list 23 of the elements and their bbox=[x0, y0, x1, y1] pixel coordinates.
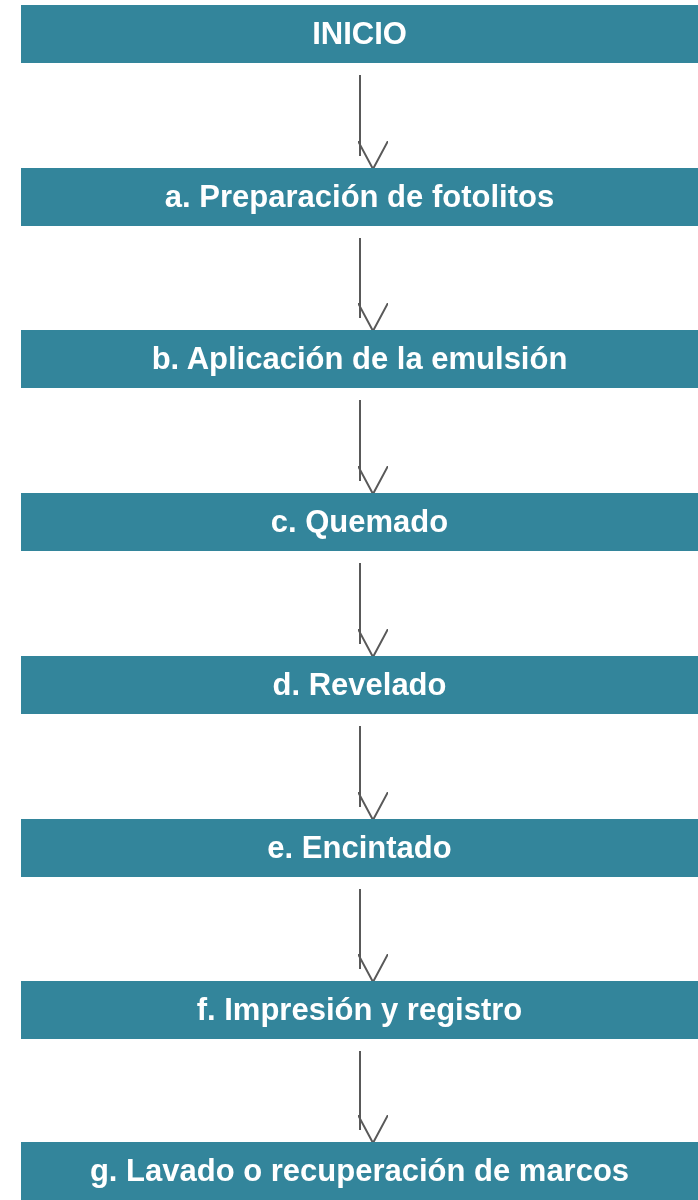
process-box bbox=[21, 493, 698, 551]
step-label: f. Impresión y registro bbox=[196, 992, 523, 1028]
arrow bbox=[357, 1050, 389, 1144]
process-box bbox=[21, 330, 698, 388]
step-label: INICIO bbox=[312, 16, 407, 52]
step-label: a. Preparación de fotolitos bbox=[164, 179, 555, 215]
arrow bbox=[357, 399, 389, 495]
arrow bbox=[357, 237, 389, 332]
step-label: e. Encintado bbox=[267, 830, 452, 866]
process-box bbox=[21, 981, 698, 1039]
step-label: c. Quemado bbox=[270, 504, 449, 540]
process-box bbox=[21, 5, 698, 63]
process-box bbox=[21, 656, 698, 714]
arrow bbox=[357, 562, 389, 658]
process-box bbox=[21, 1142, 698, 1200]
arrow bbox=[357, 888, 389, 983]
step-label: g. Lavado o recuperación de marcos bbox=[89, 1153, 630, 1189]
process-box bbox=[21, 819, 698, 877]
step-label: b. Aplicación de la emulsión bbox=[151, 341, 568, 377]
arrow bbox=[357, 74, 389, 170]
arrow bbox=[357, 725, 389, 821]
process-box bbox=[21, 168, 698, 226]
step-label: d. Revelado bbox=[272, 667, 447, 703]
